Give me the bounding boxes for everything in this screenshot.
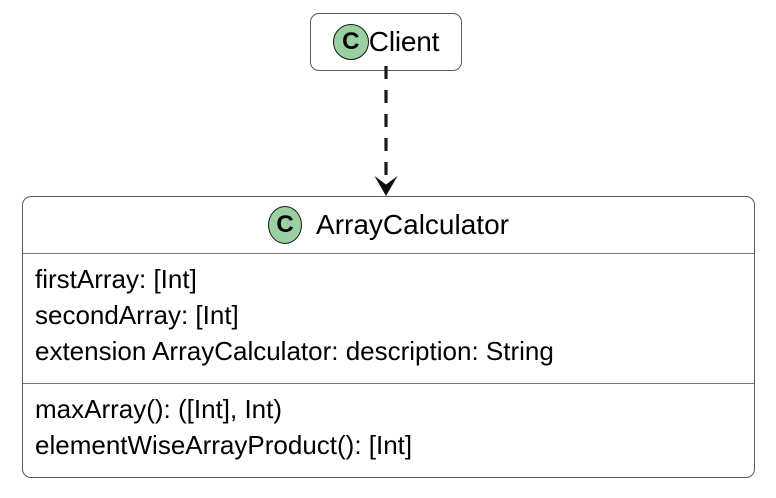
- operation-row: maxArray(): ([Int], Int): [35, 394, 283, 424]
- class-header-arraycalculator: C ArrayCalculator: [23, 197, 754, 253]
- class-box-client[interactable]: C Client: [310, 13, 462, 71]
- attribute-row: firstArray: [Int]: [35, 264, 197, 294]
- class-badge-letter: C: [342, 28, 360, 55]
- compartment-divider-operations: [23, 383, 754, 384]
- dependency-arrow[interactable]: [356, 66, 416, 198]
- attributes-compartment: firstArray: [Int] secondArray: [Int] ext…: [23, 254, 754, 383]
- operation-row: elementWiseArrayProduct(): [Int]: [35, 430, 413, 460]
- class-badge-letter: C: [276, 211, 294, 238]
- compartment-divider-attributes: [23, 253, 754, 254]
- class-header-client: C Client: [311, 14, 461, 70]
- attribute-row: extension ArrayCalculator: description: …: [35, 336, 554, 366]
- attribute-row: secondArray: [Int]: [35, 300, 239, 330]
- class-circle-icon: C: [268, 206, 303, 244]
- dependency-arrowhead-icon: [374, 176, 398, 196]
- class-name-client: Client: [368, 26, 440, 57]
- class-box-arraycalculator[interactable]: C ArrayCalculator firstArray: [Int] seco…: [22, 196, 755, 478]
- operations-compartment: maxArray(): ([Int], Int) elementWiseArra…: [23, 384, 754, 478]
- class-circle-icon: C: [332, 24, 369, 60]
- class-name-arraycalculator: ArrayCalculator: [316, 209, 509, 240]
